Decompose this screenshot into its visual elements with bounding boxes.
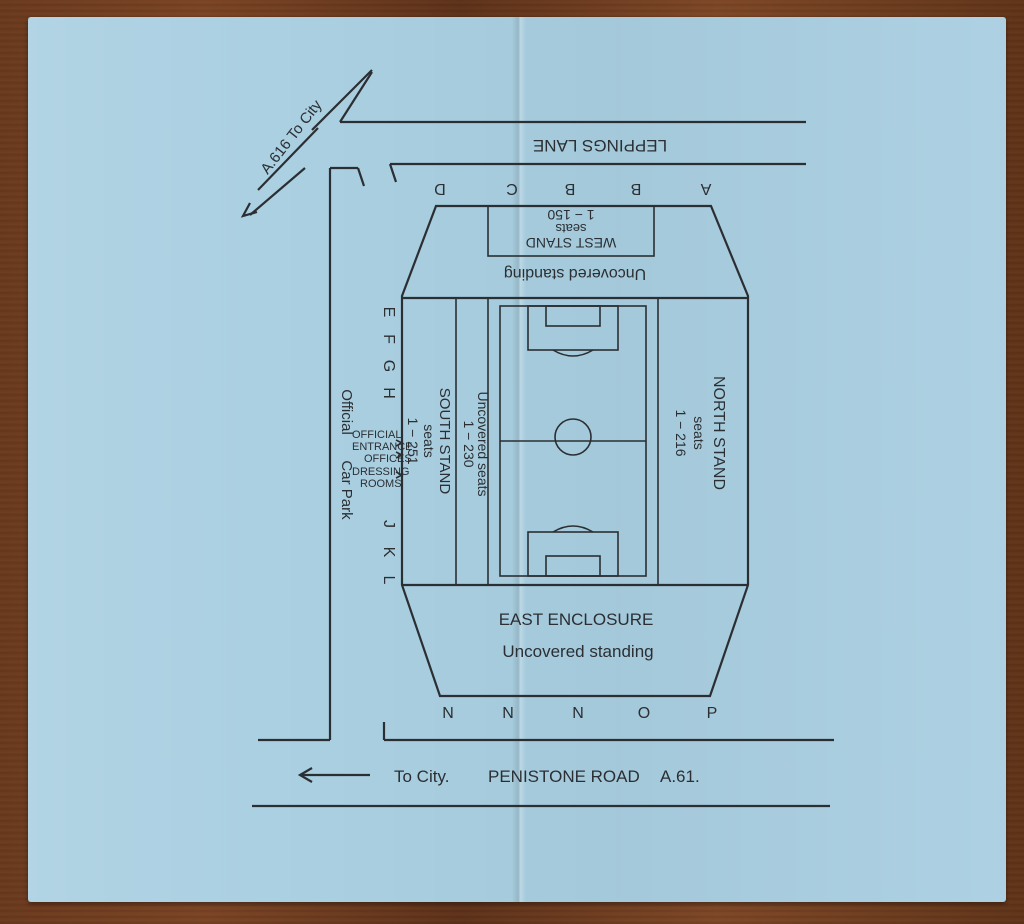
ground-outline: [400, 204, 750, 698]
a616-arrow-head: [240, 202, 258, 218]
gate-d: D: [434, 180, 446, 197]
south-stand-title: SOUTH STAND: [436, 388, 453, 495]
car-park-label-1: Official: [338, 389, 355, 435]
centre-circle: [554, 418, 592, 456]
gate-l: L: [380, 576, 397, 585]
gate-n-2: N: [502, 705, 514, 722]
to-city-label: To City.: [394, 767, 449, 786]
a616-label: A.616 To City: [257, 97, 325, 178]
west-stand-box: [487, 205, 655, 257]
gate-n-1: N: [442, 705, 454, 722]
west-stand-seats: seats: [555, 221, 587, 236]
west-stand-range: 1 − 150: [547, 207, 594, 223]
rooms-label: ROOMS: [360, 478, 402, 490]
east-enclosure-title: EAST ENCLOSURE: [499, 610, 654, 629]
north-stand-title: NORTH STAND: [710, 376, 727, 490]
uncovered-seats-label: Uncovered seats: [475, 391, 491, 496]
gate-a: A: [700, 180, 711, 197]
uncovered-seats-range: 1 − 230: [461, 420, 477, 467]
offices-arrow-icon: [395, 451, 404, 459]
gate-p: P: [707, 705, 718, 722]
a61-label: A.61.: [660, 767, 700, 786]
gate-f: F: [380, 334, 397, 344]
gate-k: K: [380, 547, 397, 558]
gate-e: E: [380, 307, 397, 318]
east-standing-label: Uncovered standing: [502, 642, 653, 661]
offices-label: OFFICES: [364, 453, 412, 465]
gate-n-3: N: [572, 705, 584, 722]
entrance-arrow-icon: [395, 439, 404, 447]
goal-box-bottom: [545, 555, 601, 577]
to-city-arrow-head: [297, 767, 313, 783]
dressing-arrow-icon: [395, 471, 404, 479]
gate-j: J: [380, 520, 397, 528]
leppings-lane-label: LEPPINGS LANE: [533, 136, 667, 155]
gate-o: O: [638, 705, 650, 722]
goal-box-top: [545, 305, 601, 327]
gate-h: H: [380, 387, 397, 399]
dressing-label: DRESSING: [352, 466, 409, 478]
gate-g: G: [380, 360, 397, 372]
penistone-road-label: PENISTONE ROAD: [488, 767, 640, 786]
gate-b-2: B: [631, 180, 642, 197]
gate-b-1: B: [565, 180, 576, 197]
south-stand-range: 1 − 251: [405, 417, 421, 464]
penalty-box-bottom: [527, 531, 619, 577]
north-stand-seats: seats: [691, 416, 707, 449]
south-stand-seats: seats: [421, 424, 437, 457]
entrance-label: ENTRANCE: [352, 441, 413, 453]
north-stand-range: 1 − 216: [673, 409, 689, 456]
penalty-box-top: [527, 305, 619, 351]
a616-line-outer: [311, 69, 373, 131]
gate-c: C: [506, 180, 518, 197]
a616-arrow-shaft: [249, 167, 306, 216]
west-standing-label: Uncovered standing: [504, 265, 646, 282]
official-label: OFFICIAL: [352, 429, 402, 441]
west-stand-title: WEST STAND: [526, 235, 617, 251]
car-park-label-2: Car Park: [338, 460, 355, 520]
